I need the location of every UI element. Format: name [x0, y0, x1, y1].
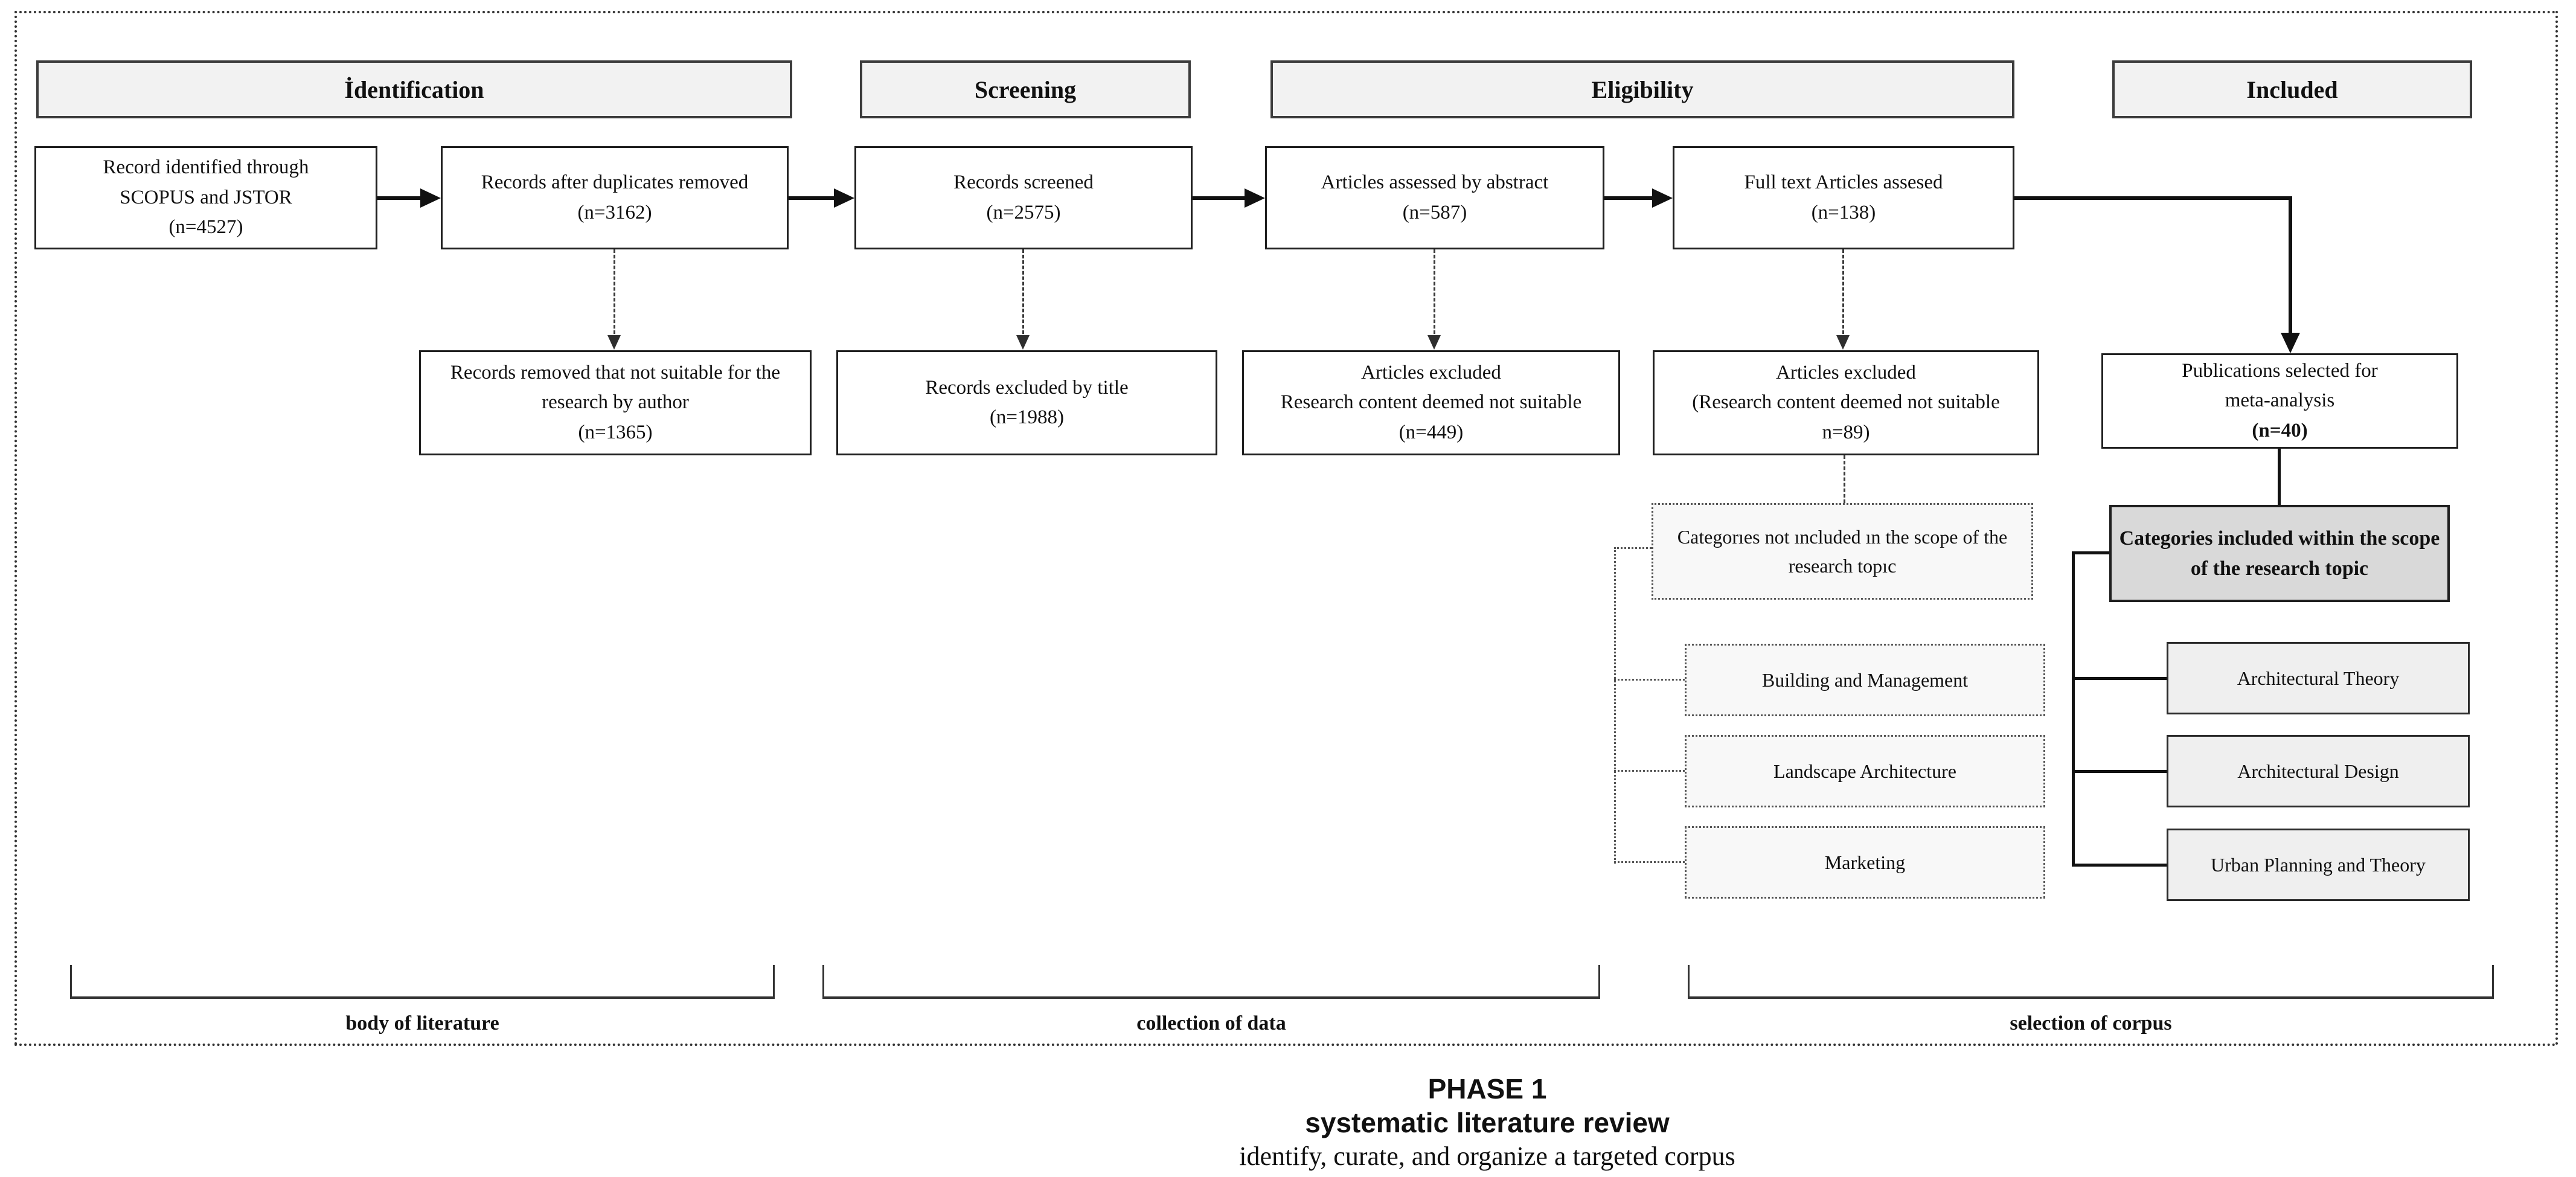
- box-category-urban-planning: Urban Planning and Theory: [2167, 829, 2470, 901]
- dashed-connector-fulltext: [1842, 249, 1844, 334]
- dotted-stub-marketing: [1614, 861, 1685, 863]
- dotted-stub-title: [1614, 547, 1652, 549]
- dashed-arrow-down-icon: [1836, 335, 1850, 350]
- dashed-arrow-down-icon: [1016, 335, 1030, 350]
- arrow-down-icon: [2281, 333, 2300, 353]
- box-category-building-management: Building and Management: [1685, 644, 2045, 716]
- solid-stub-design: [2072, 770, 2167, 773]
- dashed-arrow-down-icon: [1427, 335, 1441, 350]
- arrow-right-icon: [1245, 188, 1265, 208]
- box-publications-selected: Publications selected for meta-analysis …: [2101, 353, 2458, 449]
- bracket-label-collection-of-data: collection of data: [1136, 1012, 1286, 1034]
- bracket-label-body-of-literature: body of literature: [345, 1012, 499, 1034]
- box-fulltext-assessed: Full text Articles assesed (n=138): [1673, 146, 2014, 249]
- phase-header-eligibility: Eligibility: [1270, 60, 2014, 118]
- elbow-arrow-vertical: [2289, 196, 2292, 333]
- phase-header-identification: İdentification: [36, 60, 792, 118]
- phase-header-screening: Screening: [860, 60, 1191, 118]
- arrow-3-line: [1193, 196, 1247, 200]
- dashed-connector-duplicates: [614, 249, 615, 334]
- box-assessed-abstract: Articles assessed by abstract (n=587): [1265, 146, 1604, 249]
- box-after-duplicates: Records after duplicates removed (n=3162…: [441, 146, 789, 249]
- publications-count: (n=40): [2252, 419, 2308, 441]
- dotted-trunk: [1614, 547, 1616, 864]
- dotted-stub-building: [1614, 679, 1685, 681]
- caption-phase: PHASE 1: [1427, 1073, 1547, 1105]
- bracket-label-selection-of-corpus: selection of corpus: [2010, 1012, 2172, 1034]
- elbow-arrow-horizontal: [2014, 196, 2292, 200]
- caption-subtitle: identify, curate, and organize a targete…: [1239, 1141, 1735, 1172]
- box-records-identified: Record identified through SCOPUS and JST…: [34, 146, 377, 249]
- arrow-1-line: [377, 196, 423, 200]
- box-excluded-by-title: Records excluded by title (n=1988): [836, 350, 1217, 455]
- box-records-screened: Records screened (n=2575): [854, 146, 1193, 249]
- solid-stub-theory: [2072, 677, 2167, 680]
- dotted-stub-landscape: [1614, 770, 1685, 772]
- dashed-connector-title: [1022, 249, 1024, 334]
- dashed-arrow-down-icon: [607, 335, 621, 350]
- box-category-architectural-design: Architectural Design: [2167, 735, 2470, 807]
- caption: PHASE 1 systematic literature review ide…: [944, 1072, 2031, 1173]
- box-excluded-by-fulltext: Articles excluded (Research content deem…: [1653, 350, 2039, 455]
- arrow-right-icon: [834, 188, 854, 208]
- bracket-body-of-literature: [70, 965, 775, 999]
- phase-header-included: Included: [2112, 60, 2472, 118]
- dashed-connector-not-included: [1844, 455, 1845, 503]
- arrow-4-line: [1604, 196, 1654, 200]
- box-category-marketing: Marketing: [1685, 826, 2045, 899]
- box-category-landscape-architecture: Landscape Architecture: [1685, 735, 2045, 807]
- publications-connector: [2278, 449, 2281, 505]
- outer-dotted-frame: [14, 11, 2558, 1046]
- box-removed-by-author: Records removed that not suitable for th…: [419, 350, 812, 455]
- box-excluded-by-abstract: Articles excluded Research content deeme…: [1242, 350, 1620, 455]
- box-categories-included: Categories included within the scope of …: [2109, 505, 2450, 602]
- dashed-connector-abstract: [1434, 249, 1435, 334]
- publications-text: Publications selected for meta-analysis: [2182, 359, 2378, 412]
- solid-stub-urban: [2072, 864, 2167, 867]
- solid-stub-title: [2072, 551, 2109, 554]
- bracket-collection-of-data: [822, 965, 1600, 999]
- arrow-right-icon: [420, 188, 441, 208]
- caption-title: systematic literature review: [1305, 1107, 1670, 1139]
- bracket-selection-of-corpus: [1688, 965, 2494, 999]
- solid-trunk: [2072, 553, 2075, 867]
- box-categories-not-included: Categorıes not ıncluded ın the scope of …: [1652, 503, 2033, 600]
- arrow-right-icon: [1652, 188, 1673, 208]
- arrow-2-line: [789, 196, 836, 200]
- box-category-architectural-theory: Architectural Theory: [2167, 642, 2470, 714]
